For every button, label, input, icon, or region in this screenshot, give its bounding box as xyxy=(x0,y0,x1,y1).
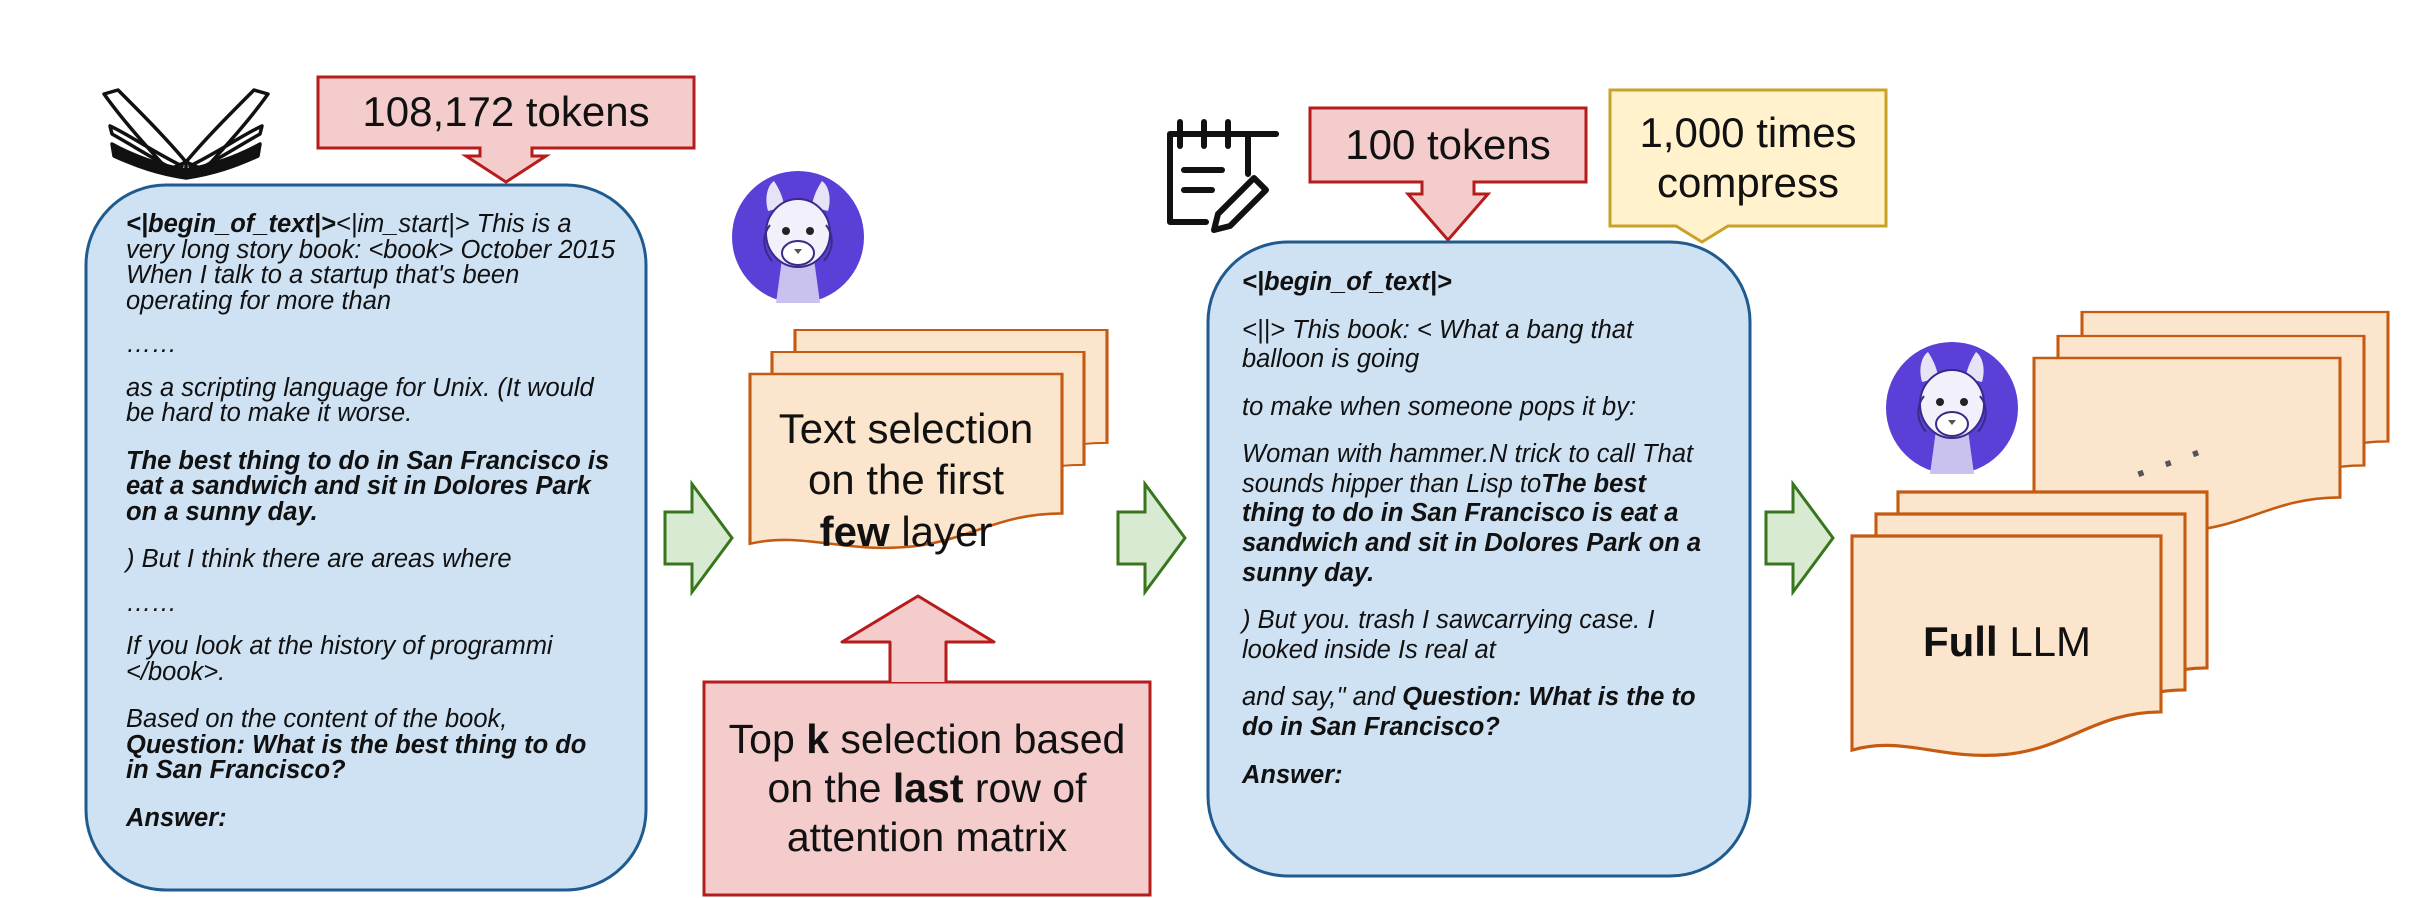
right-line-1: <||> This book: < What a bang that ballo… xyxy=(1242,315,1634,374)
right-line-3: Woman with hammer.N trick to call That s… xyxy=(1242,440,1712,588)
left-question-block: Based on the content of the book,Questio… xyxy=(126,705,616,784)
topk-up-arrow xyxy=(840,594,996,682)
right-line-5-italic: and say," and xyxy=(1242,683,1403,712)
topk-selection-callout xyxy=(702,680,1152,897)
left-answer: Answer: xyxy=(126,803,616,832)
notepad-pencil-icon xyxy=(1167,119,1279,233)
right-panel-text: <|begin_of_text|> <||> This book: < What… xyxy=(1242,268,1712,812)
left-intro: <|begin_of_text|><|im_start|> This is a … xyxy=(126,210,616,315)
text-selection-doc-stack xyxy=(748,328,1109,550)
left-intro-text: This is a very long story book: <book> xyxy=(126,210,572,264)
right-line-4: ) But you. trash I sawcarrying case. I l… xyxy=(1242,606,1655,664)
left-im-start: <|im_start|> xyxy=(335,210,470,238)
left-panel-text: <|begin_of_text|><|im_start|> This is a … xyxy=(126,210,616,853)
input-tokens-callout xyxy=(316,75,696,184)
flow-arrow-1 xyxy=(663,479,734,597)
right-line-5-bold: Question: What is the to do in San Franc… xyxy=(1242,683,1696,741)
right-line-3-italic: Woman with hammer.N trick to call That s… xyxy=(1242,440,1694,498)
right-text-panel xyxy=(1206,240,1752,878)
open-book-icon xyxy=(102,88,270,180)
left-line-b: as a scripting language for Unix. (It wo… xyxy=(126,373,594,427)
left-line-c: ) But I think there are areas where xyxy=(126,545,512,573)
output-tokens-callout xyxy=(1308,106,1588,243)
flow-arrow-2 xyxy=(1116,479,1187,597)
llama-avatar-icon xyxy=(732,171,864,303)
compress-callout xyxy=(1608,88,1888,244)
left-answer-text: Answer: xyxy=(126,803,227,832)
flow-arrow-3 xyxy=(1764,479,1835,597)
right-line-2: to make when someone pops it by: xyxy=(1242,392,1637,421)
left-line-a: October 2015 When I talk to a startup th… xyxy=(126,235,616,315)
left-ellipsis-1: …… xyxy=(126,330,177,358)
left-needle-text: The best thing to do in San Francisco is… xyxy=(126,446,610,526)
right-line-5: and say," and Question: What is the to d… xyxy=(1242,683,1712,742)
right-begin: <|begin_of_text|> xyxy=(1242,268,1712,298)
left-needle: The best thing to do in San Francisco is… xyxy=(126,446,616,526)
llm-layer-stack-front xyxy=(1850,490,2209,757)
left-ellipsis-2: …… xyxy=(126,588,177,617)
right-answer-text: Answer: xyxy=(1242,760,1343,789)
left-based-on: Based on the content of the book, xyxy=(126,705,508,733)
right-line-3-bold: The best thing to do in San Francisco is… xyxy=(1242,469,1702,587)
right-answer: Answer: xyxy=(1242,761,1712,791)
left-line-d: If you look at the history of programmi … xyxy=(126,632,553,686)
right-begin-token: <|begin_of_text|> xyxy=(1242,268,1452,296)
left-question: Question: What is the best thing to do i… xyxy=(126,730,587,784)
left-text-panel xyxy=(84,183,648,892)
llama-avatar-icon xyxy=(1886,342,2018,474)
left-begin-token: <|begin_of_text|> xyxy=(126,210,336,238)
